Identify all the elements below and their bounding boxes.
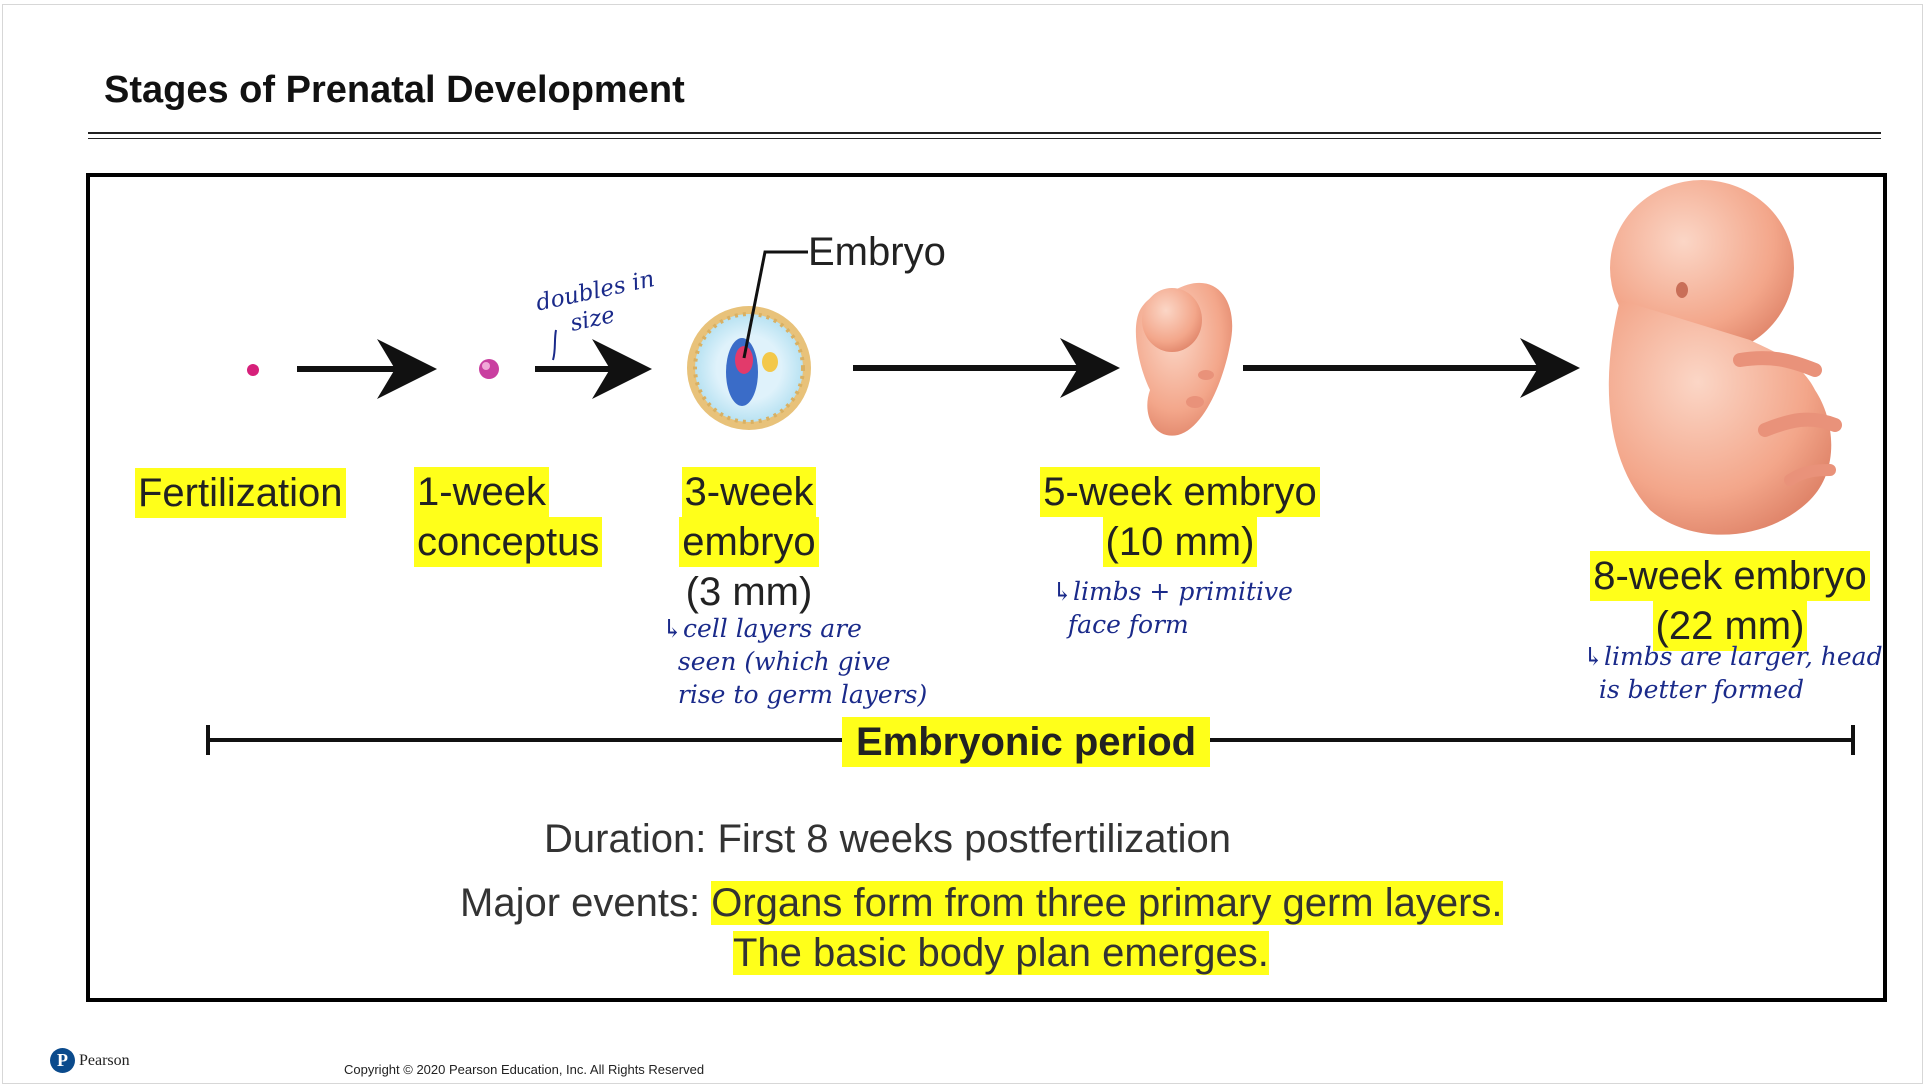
- title-rule: [88, 132, 1881, 134]
- embryonic-period-label: Embryonic period: [842, 717, 1211, 767]
- conceptus-dot: [479, 359, 499, 379]
- slide-title: Stages of Prenatal Development: [104, 69, 685, 111]
- pearson-logo-icon: P: [50, 1048, 75, 1073]
- title-rule-thin: [88, 138, 1881, 139]
- embryo-callout-line: [742, 250, 808, 359]
- events-line-1: Organs form from three primary germ laye…: [711, 881, 1503, 925]
- pearson-logo: P Pearson: [50, 1048, 130, 1073]
- label-8-week: 8-week embryo (22 mm): [1575, 551, 1885, 651]
- events-line-2-row: The basic body plan emerges.: [733, 931, 1269, 976]
- note-5-week: ↳limbs + primitive face form: [1052, 577, 1293, 639]
- embryo-3-week-illustration: [687, 306, 811, 430]
- embryo-5-week-illustration: [1135, 282, 1233, 436]
- note-3-week: ↳cell layers are seen (which give rise t…: [662, 614, 928, 709]
- label-5-week: 5-week embryo (10 mm): [1025, 467, 1335, 567]
- duration-row: Duration: First 8 weeks postfertilizatio…: [544, 817, 1231, 862]
- slide-border: [2, 4, 1923, 1084]
- events-row: Major events: Organs form from three pri…: [460, 881, 1503, 926]
- pearson-logo-text: Pearson: [79, 1051, 130, 1069]
- duration-value: First 8 weeks postfertilization: [717, 817, 1231, 861]
- label-3-week: 3-week embryo (3 mm): [664, 467, 834, 617]
- embryo-callout-label: Embryo: [808, 230, 946, 274]
- note-8-week: ↳limbs are larger, head is better formed: [1583, 642, 1883, 704]
- events-label: Major events:: [460, 881, 701, 925]
- events-line-2: The basic body plan emerges.: [733, 931, 1269, 975]
- label-fertilization: Fertilization: [135, 468, 346, 518]
- embryo-8-week-illustration: [1608, 180, 1842, 535]
- figure-frame: [86, 173, 1887, 1002]
- copyright-text: Copyright © 2020 Pearson Education, Inc.…: [344, 1062, 705, 1077]
- zygote-dot: [247, 364, 259, 376]
- label-1-week: 1-week conceptus: [414, 467, 603, 567]
- duration-label: Duration:: [544, 817, 707, 861]
